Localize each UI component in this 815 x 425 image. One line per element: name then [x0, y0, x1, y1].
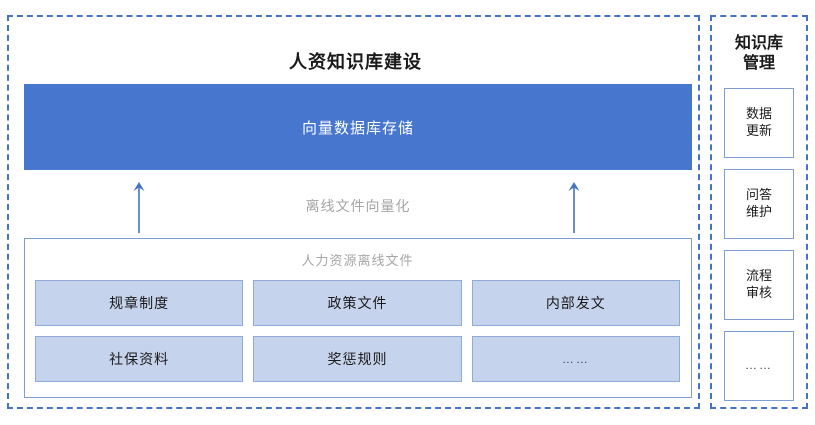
sidebar-item-list: 数据 更新 问答 维护 流程 审核 ……: [724, 88, 794, 401]
page-title: 人资知识库建设: [289, 52, 422, 72]
sidebar-title-line1: 知识库: [734, 35, 783, 52]
knowledge-base-management-panel: 知识库 管理 数据 更新 问答 维护 流程 审核: [710, 15, 808, 409]
sidebar-item-qa-maintenance[interactable]: 问答 维护: [724, 169, 794, 239]
file-category-social-insurance[interactable]: 社保资料: [35, 336, 244, 382]
up-arrow-icon-left: [133, 182, 145, 233]
file-category-row: 规章制度 政策文件 内部发文: [35, 280, 680, 326]
vector-database-storage-block: 向量数据库存储: [24, 84, 692, 170]
file-category-policy-documents[interactable]: 政策文件: [253, 280, 462, 326]
sidebar-item-qa-maintenance-line2: 维护: [745, 204, 772, 219]
sidebar-item-more[interactable]: ……: [724, 331, 794, 401]
file-category-more[interactable]: ……: [471, 336, 680, 382]
vectorization-label: 离线文件向量化: [305, 198, 411, 214]
file-category-grid: 规章制度 政策文件 内部发文 社保资料 奖惩规则 ……: [35, 280, 680, 382]
sidebar-item-data-update-line1: 数据: [745, 106, 772, 122]
up-arrow-icon-right: [568, 182, 580, 233]
sidebar-item-process-review-line2: 审核: [745, 285, 772, 300]
file-category-row: 社保资料 奖惩规则 ……: [35, 336, 680, 382]
hr-offline-files-title: 人力资源离线文件: [301, 253, 414, 268]
sidebar-title: 知识库 管理: [712, 34, 806, 74]
file-category-regulations[interactable]: 规章制度: [35, 280, 244, 326]
sidebar-item-process-review-line1: 流程: [745, 268, 772, 284]
sidebar-title-line2: 管理: [742, 55, 775, 72]
vector-database-storage-label: 向量数据库存储: [301, 119, 414, 137]
knowledge-base-construction-panel: 人资知识库建设 向量数据库存储 离线文件向量化 人力资源离线文件 规章制度 政策…: [7, 15, 700, 409]
sidebar-item-data-update[interactable]: 数据 更新: [724, 88, 794, 158]
file-category-reward-penalty-rules[interactable]: 奖惩规则: [253, 336, 462, 382]
file-category-internal-documents[interactable]: 内部发文: [471, 280, 680, 326]
sidebar-item-process-review[interactable]: 流程 审核: [724, 250, 794, 320]
vectorization-flow-band: 离线文件向量化: [24, 170, 692, 238]
hr-offline-files-group: 人力资源离线文件 规章制度 政策文件 内部发文 社保资料 奖惩规则 ……: [24, 238, 692, 398]
sidebar-item-qa-maintenance-line1: 问答: [745, 187, 772, 203]
sidebar-item-data-update-line2: 更新: [745, 123, 772, 138]
sidebar-item-more-label: ……: [745, 358, 773, 373]
